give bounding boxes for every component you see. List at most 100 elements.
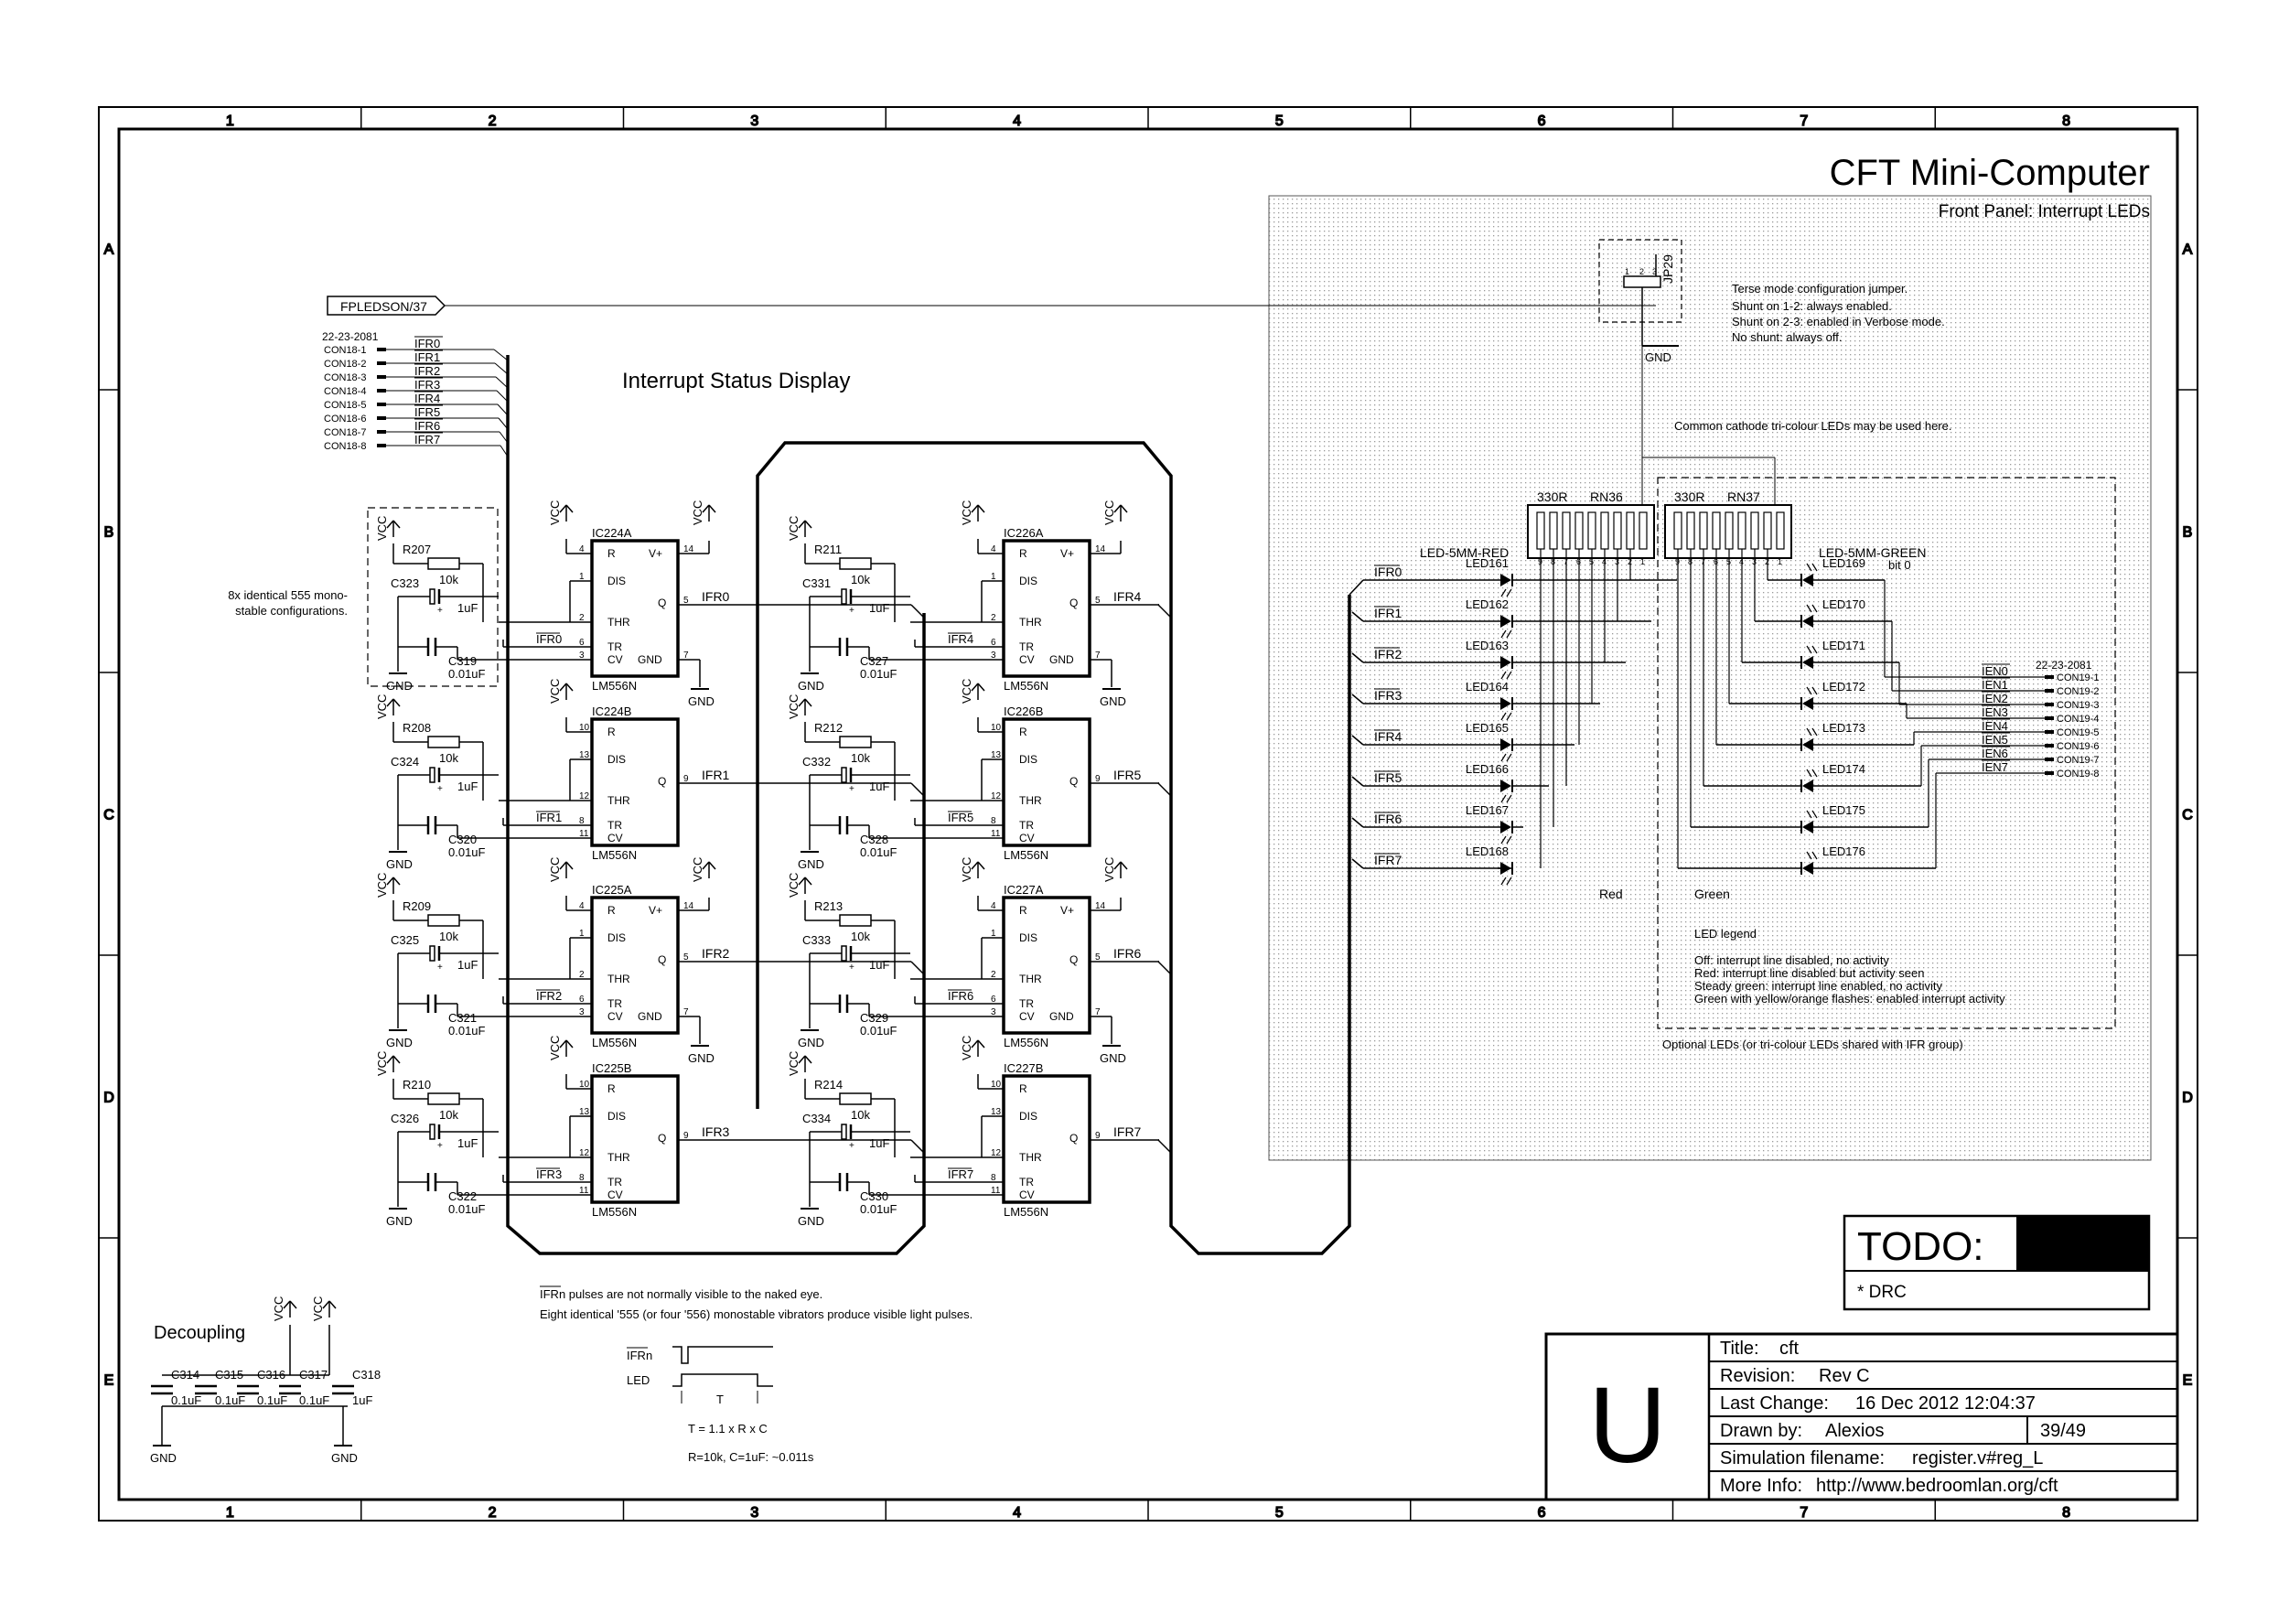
pin-gnd: GND [1049,1010,1074,1023]
cap-name: C331 [802,576,831,590]
pin-q: Q [1069,1132,1078,1145]
pin-gnd: GND [638,653,662,666]
cvcap-name: C320 [448,833,477,846]
ground-symbol: GND [798,1208,824,1228]
pin-number: 9 [1095,774,1101,784]
vcc-symbol: VCC [375,694,401,719]
output-net: IFR5 [1113,768,1142,782]
pin-number: 4 [579,544,585,554]
pin-number: 10 [579,1080,590,1090]
cvcap-name: C327 [860,654,888,668]
cap-name: C334 [802,1112,831,1125]
vcc-label: VCC [375,694,389,719]
pin-dis: DIS [1019,753,1037,766]
vcc-label: VCC [548,857,562,882]
ground-symbol: GND [688,688,715,708]
legend-line: Off: interrupt line disabled, no activit… [1694,953,1889,967]
ground-symbol: GND [1100,688,1126,708]
stage-ic227b: IC227BLM556NRDISTHRTRCVQVCC101312811IFR7… [787,1036,1159,1228]
pin-number: 2 [579,613,585,623]
port-label: FPLEDSON/37 [340,299,427,314]
red-led-net: IFR0 [1374,565,1402,579]
pin-number: 8 [991,1173,996,1183]
trigger-net: IFR1 [536,811,562,824]
red-led-net: IFR3 [1374,688,1402,703]
pin-number: 7 [683,651,689,661]
row-marker-left: A [104,242,114,258]
pin-vplus: V+ [1060,547,1074,560]
chip-part: LM556N [1004,848,1048,862]
cvcap-value: 0.01uF [860,845,897,859]
ground-symbol: GND [798,851,824,871]
vcc-symbol: VCC [960,1036,985,1060]
row-marker-left: E [104,1373,114,1389]
cvcap-value: 0.01uF [860,667,897,681]
cap-polarity: + [437,784,443,794]
cvcap-name: C319 [448,654,477,668]
con18-pin-label: CON18-3 [324,372,366,383]
column-marker-bottom: 6 [1538,1505,1546,1521]
red-led-name: LED162 [1466,597,1509,611]
resistor-name: R208 [403,721,431,735]
ground-symbol: GND [386,1208,413,1228]
timing-diagram: IFRn LED T T = 1.1 x R x C R=10k, C=1uF:… [627,1346,814,1464]
pin-gnd: GND [1049,653,1074,666]
legend-line: Red: interrupt line disabled but activit… [1694,966,1924,980]
green-led-row: LED172 [1728,549,2045,719]
pin-dis: DIS [607,575,626,587]
pin-number: 9 [683,1131,689,1141]
monostable-note: Eight identical '555 (or four '556) mono… [540,1307,973,1321]
con19-pin-label: CON19-4 [2057,714,2099,725]
pin-thr: THR [1019,794,1042,807]
output-net: IFR0 [702,589,730,604]
green-led-row: LED176 [1677,549,2045,875]
fpledson-port: FPLEDSON/37 [327,296,1656,316]
vcc-label: VCC [311,1296,325,1321]
pin-number: 3 [579,1007,585,1017]
cvcap-value: 0.01uF [860,1202,897,1216]
jumper-note-line: Shunt on 1-2: always enabled. [1732,299,1892,313]
chip-name: IC226A [1004,526,1044,540]
trigger-net: IFR7 [948,1167,973,1181]
resistor-value: 10k [851,751,870,765]
chip-name: IC226B [1004,704,1043,718]
jumper-note-line: Terse mode configuration jumper. [1732,282,1908,296]
con19-net-label: IEN2 [1982,692,2008,705]
pin-dis: DIS [607,1110,626,1123]
trigger-net: IFR0 [536,632,562,646]
vcc-symbol: VCC [548,500,574,525]
pin-vplus: V+ [1060,904,1074,917]
con19-net-label: IEN3 [1982,705,2008,719]
optional-leds-note: Optional LEDs (or tri-colour LEDs shared… [1662,1038,1963,1051]
pin-number: 12 [579,791,590,801]
trigger-net: IFR3 [536,1167,562,1181]
stage-ic226b: IC226BLM556NRDISTHRTRCVQVCC101312811IFR5… [787,679,1159,871]
green-led-part: LED-5MM-GREEN [1819,545,1926,560]
chip-name: IC225A [592,883,632,897]
con18-pin-label: CON18-4 [324,386,366,397]
ground-label: GND [331,1451,358,1465]
cap-value: 1uF [869,958,889,972]
vcc-label: VCC [548,500,562,525]
pin-number: 5 [1095,952,1101,963]
con19-pin-label: CON19-1 [2057,672,2099,683]
pin-number: 6 [579,995,585,1005]
pin-r: R [1019,726,1027,738]
pin-number: 6 [991,638,996,648]
trigger-net: IFR6 [948,989,973,1003]
vcc-label: VCC [787,516,801,541]
vcc-label: VCC [787,1051,801,1076]
output-net: IFR2 [702,946,730,961]
ground-label: GND [798,679,824,693]
